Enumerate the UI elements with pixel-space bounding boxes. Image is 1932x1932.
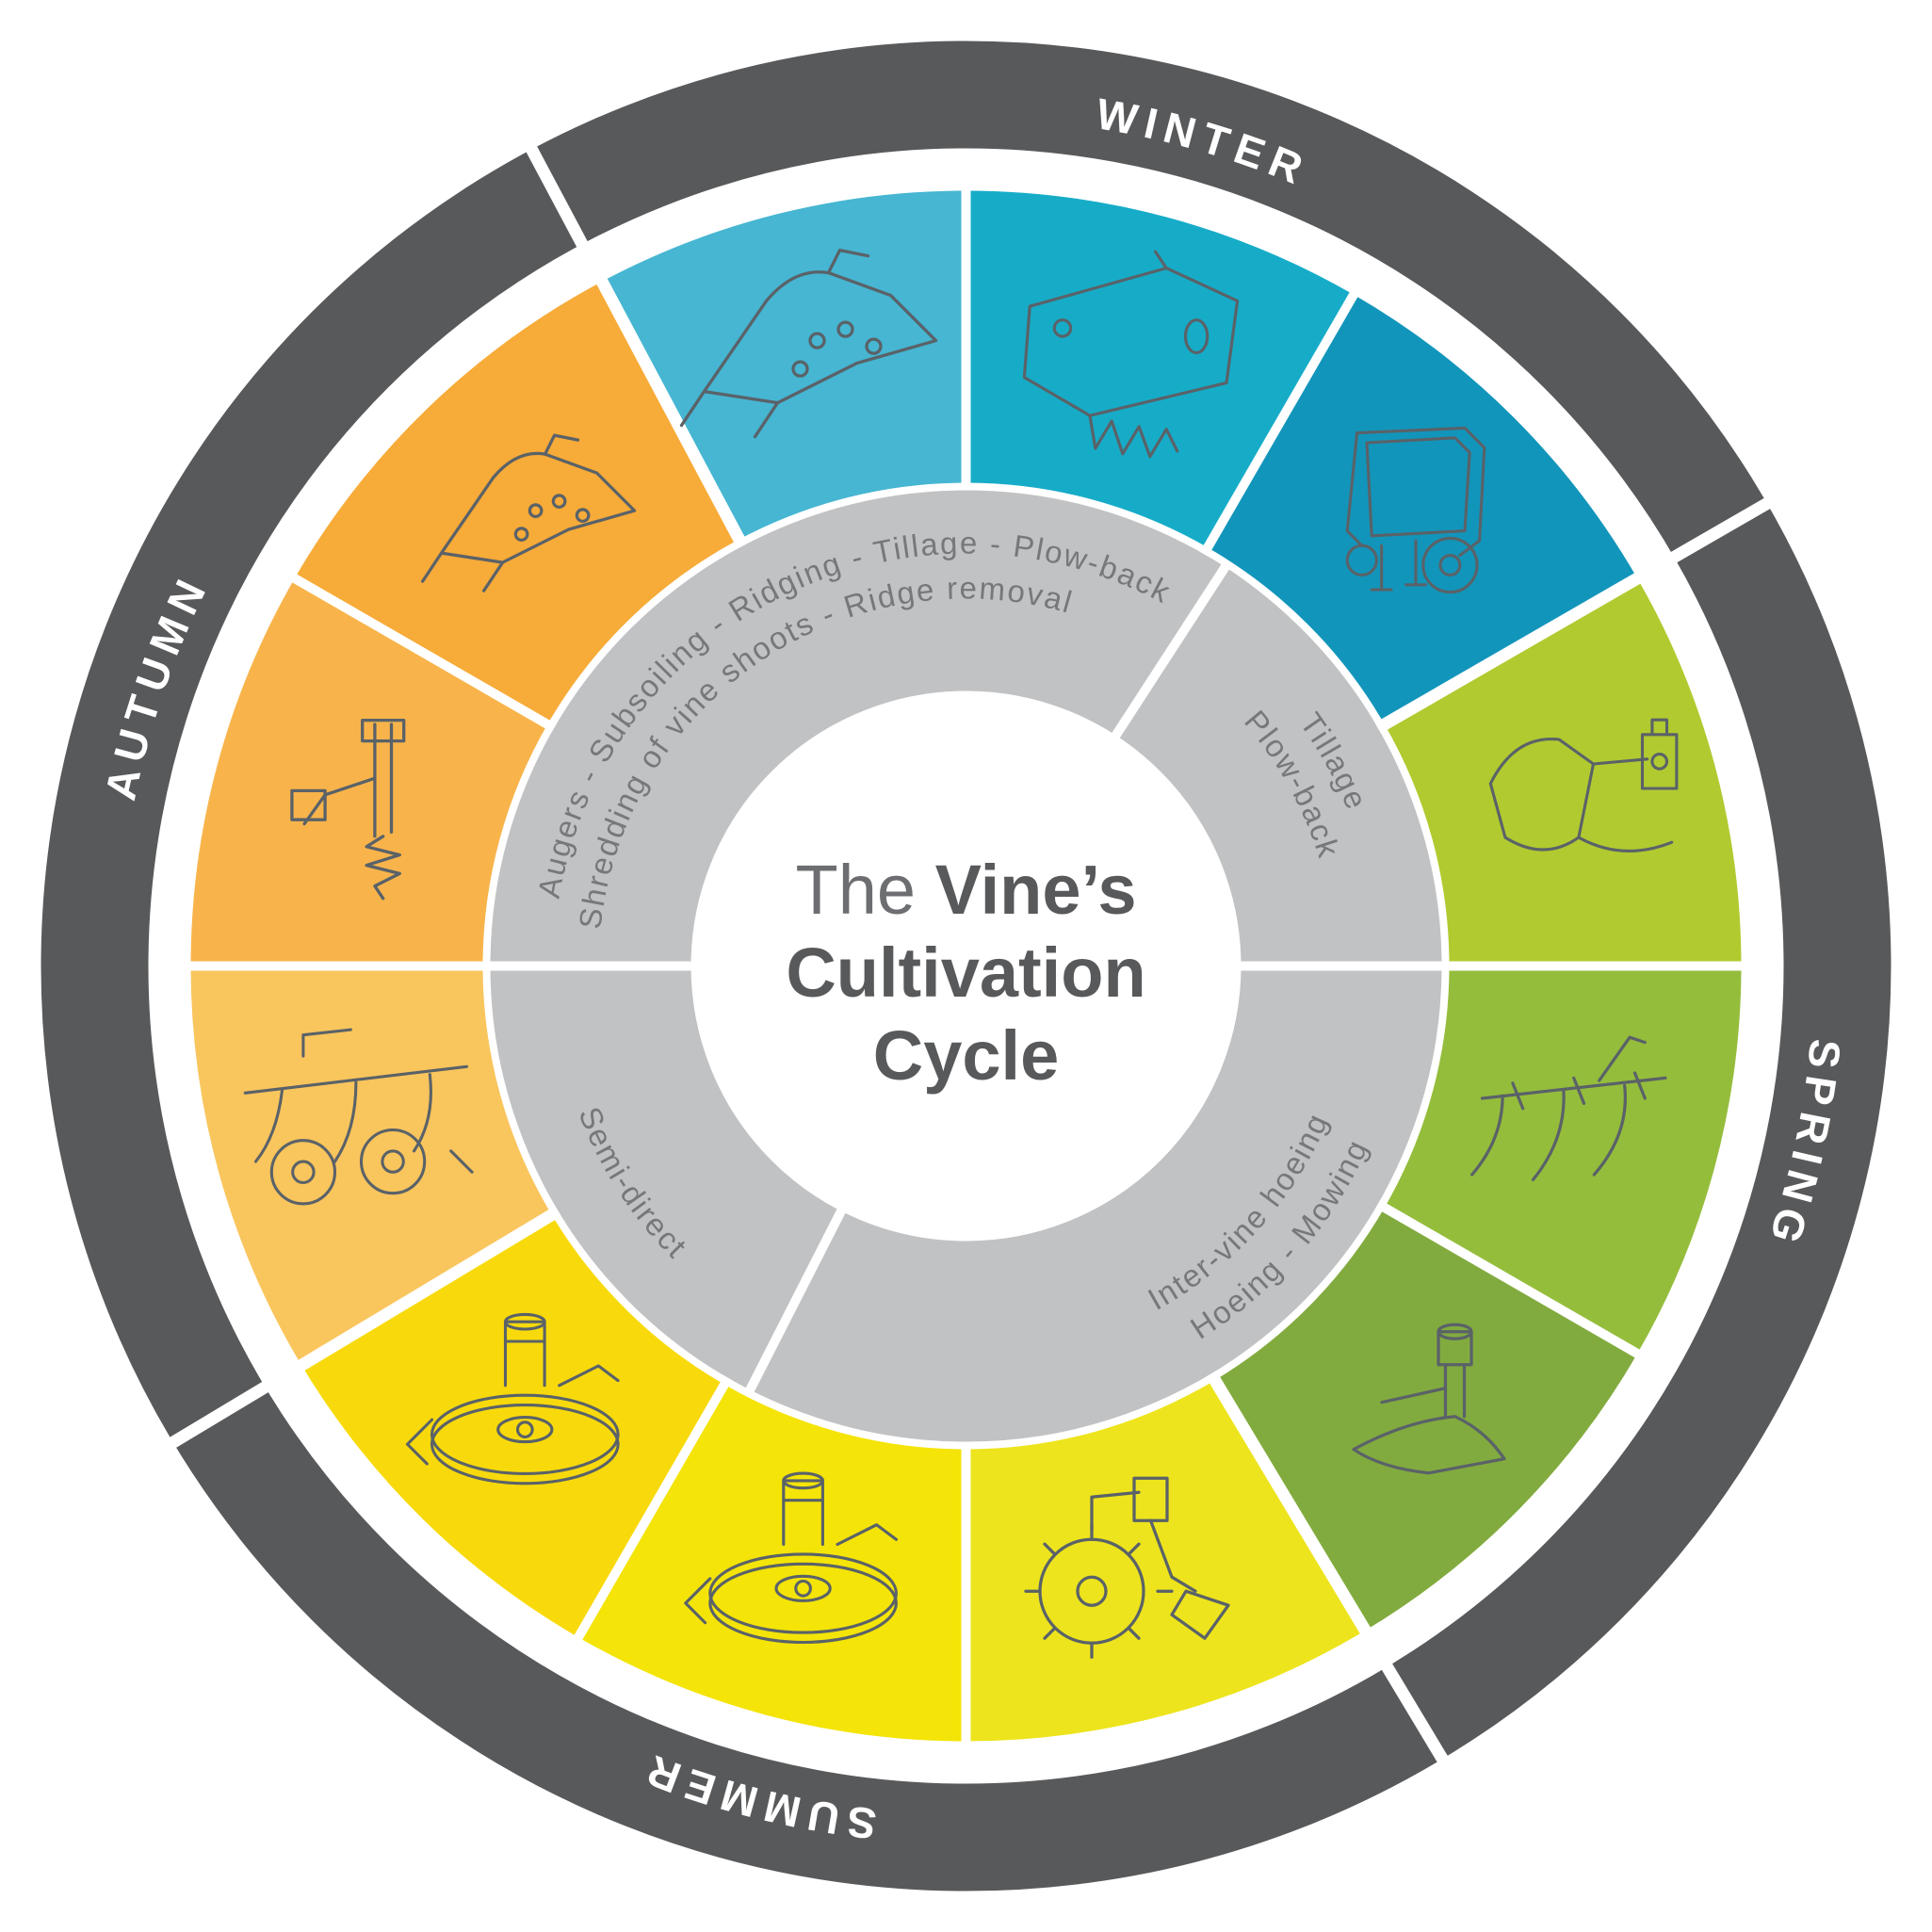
motorized-plow-icon	[1488, 718, 1679, 852]
segment-spring-inter-vine-hoe	[1214, 1208, 1638, 1631]
auger-post-driver-icon	[290, 718, 406, 901]
divider-segment	[284, 570, 557, 733]
divider-label-ring	[1110, 561, 1231, 741]
wheel-title-highlight: Vine’s	[935, 851, 1137, 929]
disc-cultivator-icon	[243, 1028, 474, 1206]
divider-segment	[1375, 1199, 1648, 1362]
segment-winter-trailed-carrier	[1208, 294, 1638, 724]
wheel-title-line3: Cycle	[873, 1016, 1059, 1095]
trailed-carrier-icon	[1345, 426, 1486, 594]
divider-segment	[570, 1375, 733, 1648]
rotary-mower-disc-icon	[405, 1312, 620, 1486]
claw-subsoiler-icon	[1470, 1035, 1667, 1182]
divider-season	[1206, 1371, 1453, 1772]
divider-label-ring	[744, 1205, 848, 1395]
divider-season	[160, 1206, 561, 1453]
moldboard-plow-icon	[679, 248, 938, 439]
vine-shoot-shredder-icon	[1022, 250, 1240, 459]
divider-season	[1374, 492, 1780, 734]
rotary-mower-disc-icon	[684, 1471, 898, 1645]
rotary-hoe-disc-icon	[1024, 1476, 1230, 1659]
divider-segment	[1199, 284, 1362, 557]
segment-summer-rotary-mower-disc	[301, 1214, 724, 1638]
inter-vine-hoe-icon	[1352, 1323, 1506, 1475]
wheel-title-line2: Cultivation	[786, 934, 1145, 1012]
segment-autumn-moldboard-plow	[294, 281, 739, 724]
moldboard-plow-icon	[420, 433, 637, 593]
divider-season	[521, 136, 749, 549]
wheel-title-prefix: The	[796, 851, 935, 929]
outer-season-ring	[41, 41, 1891, 1891]
wheel-title-line1: The Vine’s	[796, 851, 1137, 929]
